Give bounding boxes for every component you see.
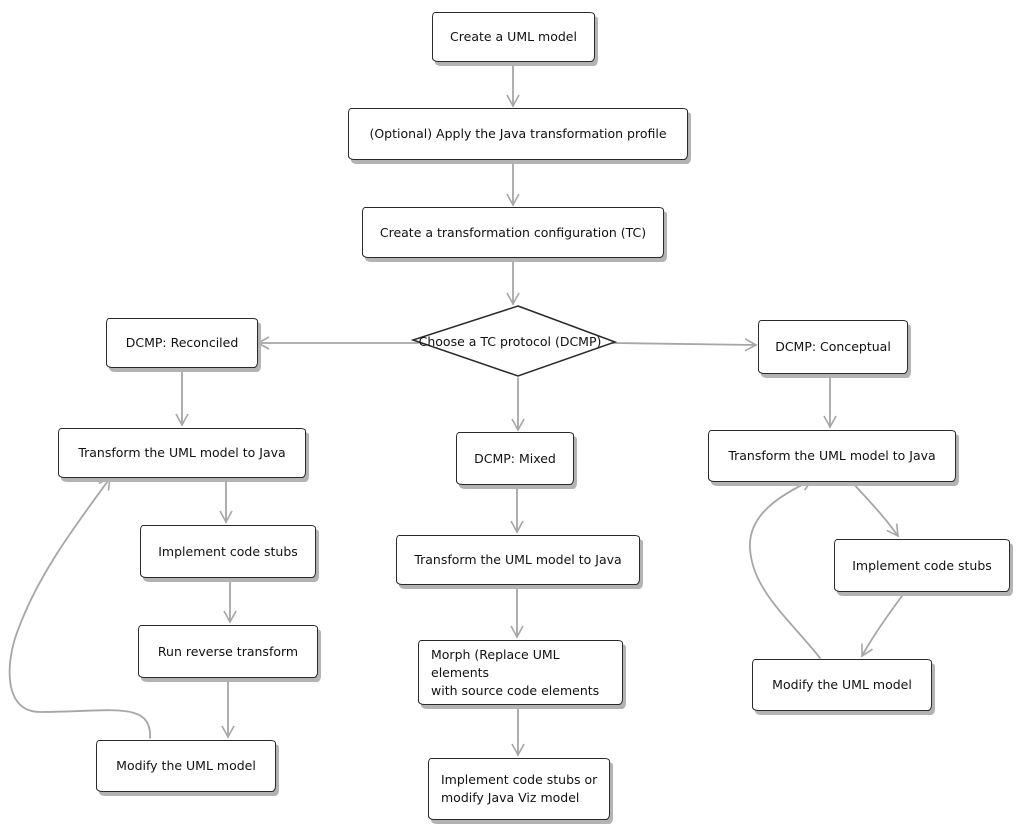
mixed-morph-line1: Morph (Replace UML elements — [431, 646, 560, 680]
mixed-implement-line2: modify Java Viz model — [441, 790, 580, 805]
mixed-morph-line2: with source code elements — [431, 682, 600, 698]
mixed-transform-node: Transform the UML model to Java — [396, 535, 640, 585]
reconciled-reverse-transform-node: Run reverse transform — [138, 625, 318, 678]
dcmp-reconciled-node: DCMP: Reconciled — [106, 318, 258, 368]
dcmp-mixed-node: DCMP: Mixed — [456, 432, 574, 485]
arrow-reconciled-loop-back — [8, 476, 151, 739]
reconciled-transform-node: Transform the UML model to Java — [58, 428, 306, 478]
dcmp-conceptual-node: DCMP: Conceptual — [758, 320, 908, 374]
conceptual-implement-stubs-node: Implement code stubs — [834, 539, 1010, 592]
reconciled-modify-model-node: Modify the UML model — [96, 740, 276, 792]
arrow-conceptual-transform-to-implement — [851, 481, 899, 538]
arrow-conceptual-loop-back — [749, 478, 821, 659]
apply-java-profile-node: (Optional) Apply the Java transformation… — [348, 108, 688, 160]
create-uml-model-node: Create a UML model — [432, 12, 595, 62]
mixed-morph-node: Morph (Replace UML elements with source … — [418, 640, 623, 705]
mixed-implement-node: Implement code stubs or modify Java Viz … — [428, 758, 610, 820]
conceptual-modify-model-node: Modify the UML model — [752, 659, 932, 711]
arrow-protocol-to-conceptual — [611, 338, 758, 352]
decision-diamond — [410, 305, 618, 377]
choose-protocol-label: Choose a TC protocol (DCMP) — [418, 334, 602, 349]
mixed-implement-line1: Implement code stubs or — [441, 772, 598, 787]
conceptual-transform-node: Transform the UML model to Java — [708, 430, 956, 482]
arrow-conceptual-implement-to-modify — [861, 591, 906, 658]
reconciled-implement-stubs-node: Implement code stubs — [140, 525, 316, 578]
create-transformation-config-node: Create a transformation configuration (T… — [362, 207, 664, 258]
